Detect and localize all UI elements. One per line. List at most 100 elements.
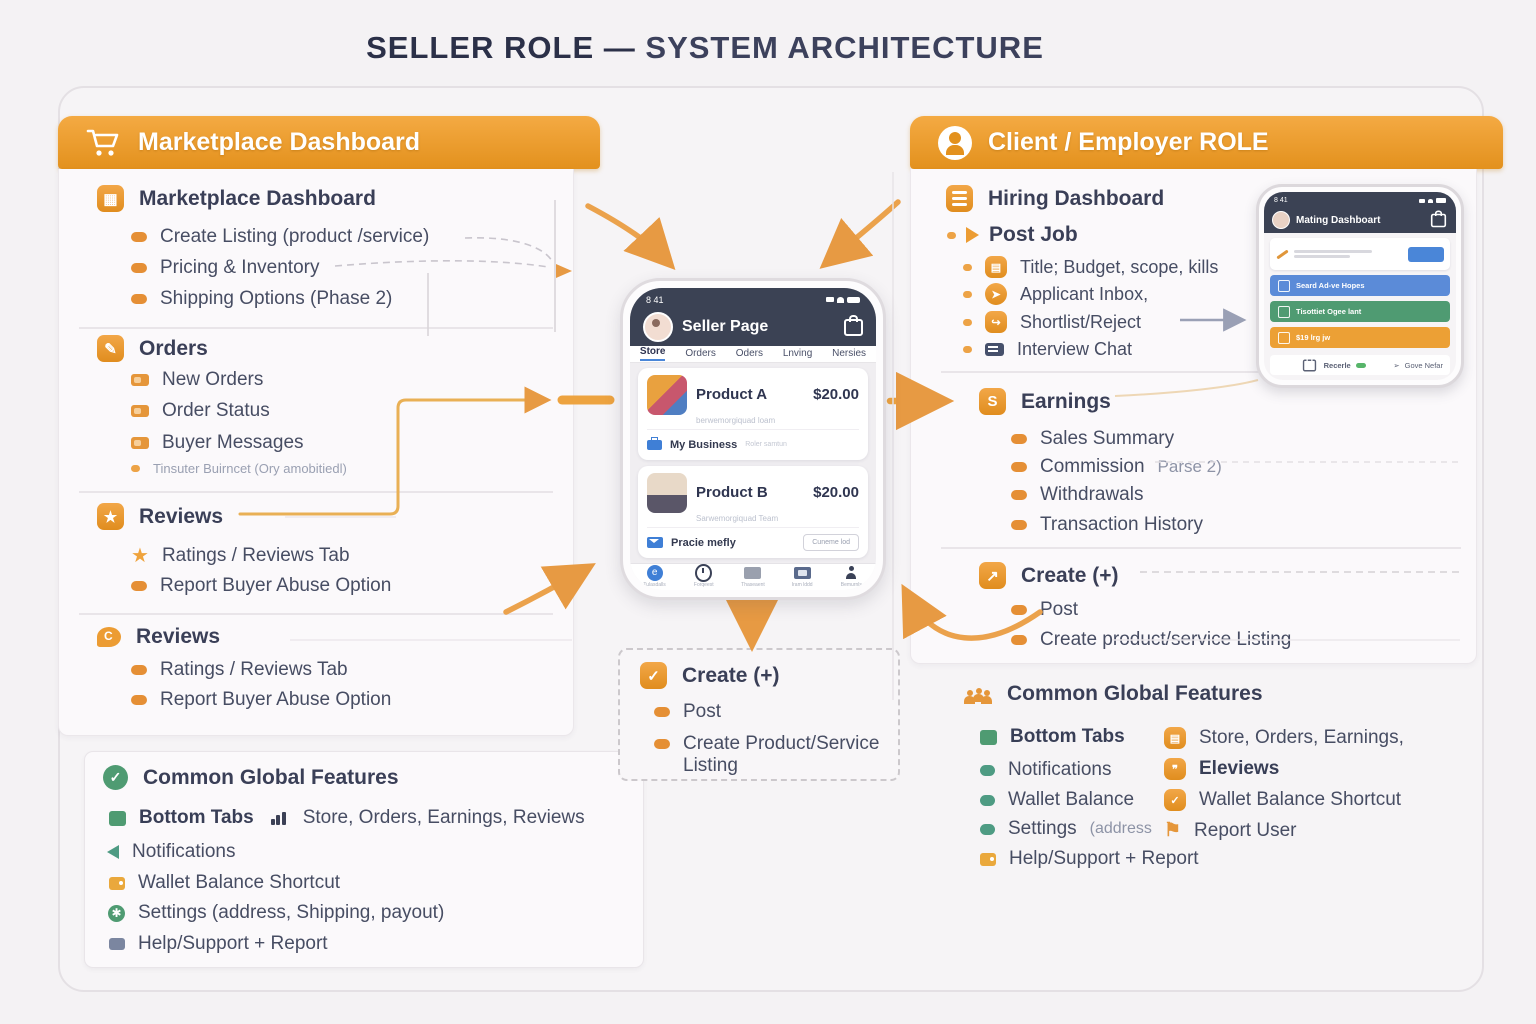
global-features-right-box: Common Global Features Bottom Tabs Notif… <box>952 668 1476 878</box>
right-create-heading: ↗ Create (+) <box>979 562 1118 589</box>
list-item: Bottom Tabs <box>980 726 1125 748</box>
bullet-icon <box>131 232 147 242</box>
product-card-b[interactable]: Product B $20.00 Sarwemorgiquad Team Pra… <box>638 465 868 558</box>
list-item: New Orders <box>131 369 263 391</box>
product-card-a[interactable]: Product A $20.00 berwemorgiquad loam My … <box>638 367 868 460</box>
nav-item-orders[interactable]: Forqeest <box>682 563 726 588</box>
person-icon <box>846 566 857 580</box>
nav-item-wallet[interactable]: Iram lddd <box>780 566 824 588</box>
budget-bar[interactable]: $19 lrg jw <box>1270 327 1450 348</box>
divider <box>79 491 553 493</box>
star-icon: ★ <box>131 545 149 567</box>
signal-wifi-battery-icons <box>826 296 860 303</box>
product-a-thumbnail <box>647 374 687 415</box>
my-business-row[interactable]: My Business Roler samtun <box>647 428 859 460</box>
mini-phone-top: 8 41 Mating Dashboart <box>1264 192 1456 233</box>
list-item: Buyer Messages <box>131 432 304 454</box>
shortlist-bar[interactable]: Tisottiet Ogee lant <box>1270 301 1450 322</box>
folder-icon: ✎ <box>97 335 124 362</box>
doc-icon: ▤ <box>985 256 1007 278</box>
notification-icon <box>107 845 119 859</box>
mini-status-bar: 8 41 <box>1264 192 1456 207</box>
note-label: Tinsuter Buirncet (Ory amobitiedl) <box>153 461 347 476</box>
hiring-phone-mockup: 8 41 Mating Dashboart <box>1256 184 1464 388</box>
item-label: Post <box>1040 599 1079 620</box>
message-button[interactable]: Cuneme lod <box>803 534 859 552</box>
marketplace-heading-label: Marketplace Dashboard <box>139 186 376 210</box>
reviews-section-heading: ★ Reviews <box>97 503 223 530</box>
item-label: Create Product/Service Listing <box>683 733 880 776</box>
footer-right-label: Gove Nefar <box>1404 360 1443 370</box>
list-item: ★ Ratings / Reviews Tab <box>131 545 350 567</box>
bullet-icon <box>947 231 956 239</box>
nav-item-account[interactable]: Bemurnls <box>829 566 873 588</box>
item-label: Ratings / Reviews Tab <box>161 545 350 566</box>
item-label: Settings (address, Shipping, payout) <box>138 902 445 923</box>
check-circle-icon: ✓ <box>103 765 128 790</box>
tab-store[interactable]: Store <box>639 346 666 362</box>
list-icon <box>1278 279 1290 292</box>
item-label: Notifications <box>1008 759 1112 780</box>
item-label: Ratings / Reviews Tab <box>160 659 348 680</box>
mini-phone-title: Mating Dashboart <box>1296 214 1381 226</box>
global-right-heading: Common Global Features <box>964 682 1263 706</box>
status-time: 8 41 <box>1274 197 1288 204</box>
earnings-heading-label: Earnings <box>1021 389 1111 413</box>
item-label: Shipping Options (Phase 2) <box>160 288 393 309</box>
bar-label: $19 lrg jw <box>1296 333 1331 342</box>
list-item: Notifications <box>107 841 236 863</box>
nav-item-payments[interactable]: Thaseaent <box>731 566 775 588</box>
phone-tab-bar: Store Orders Oders Lnving Nersies <box>630 346 876 363</box>
help-icon <box>980 852 996 866</box>
status-time: 8 41 <box>646 294 664 305</box>
card-icon <box>1278 331 1290 344</box>
item-label: Notifications <box>132 841 236 862</box>
tab-orders[interactable]: Orders <box>685 348 716 360</box>
post-job-heading: Post Job <box>947 223 1078 247</box>
item-label: Wallet Balance <box>1008 789 1135 810</box>
tab-nersies[interactable]: Nersies <box>832 348 867 360</box>
send-icon: ➢ <box>1393 360 1400 370</box>
bullet-icon <box>1011 434 1027 444</box>
status-dot <box>1355 362 1366 368</box>
item-label: Help/Support + Report <box>138 933 328 954</box>
list-item: ➤ Applicant Inbox, <box>963 283 1148 305</box>
post-button[interactable] <box>1408 246 1444 262</box>
mini-phone-footer: Recerle ➢ Gove Nefar <box>1270 355 1450 375</box>
avatar <box>643 312 673 342</box>
message-row[interactable]: Pracie mefly Cuneme lod <box>647 526 859 558</box>
orders-heading-label: Orders <box>139 336 208 360</box>
list-item: ✓ Wallet Balance Shortcut <box>1164 789 1401 811</box>
product-a-price: $20.00 <box>813 386 859 404</box>
bottom-tabs-value: Store, Orders, Earnings, Reviews <box>302 807 585 828</box>
nav-label: Tulasdalls <box>643 581 666 588</box>
tab-oders[interactable]: Oders <box>735 348 763 360</box>
tab-listing[interactable]: Lnving <box>782 348 813 360</box>
phone-status-bar: 8 41 <box>630 288 876 308</box>
briefcase-icon <box>647 436 662 450</box>
phone-title: Seller Page <box>682 318 769 335</box>
product-a-name: Product A <box>696 386 768 404</box>
bullet-icon <box>1011 490 1027 500</box>
right-create-heading-label: Create (+) <box>1021 563 1119 587</box>
list-item: Withdrawals <box>1011 484 1143 506</box>
globe-icon: e <box>646 564 663 581</box>
seller-phone-mockup: 8 41 Seller Page Store Orders Oders Lnvi… <box>620 278 886 600</box>
bullet-icon <box>963 290 972 298</box>
left-panel-header: Marketplace Dashboard <box>58 116 600 169</box>
list-item: ↪ Shortlist/Reject <box>963 311 1141 333</box>
chat-icon <box>985 343 1004 356</box>
bullet-icon <box>131 695 147 705</box>
item-label: Create product/service Listing <box>1040 629 1292 650</box>
check-icon: ✓ <box>1164 789 1186 811</box>
applicants-bar[interactable]: Seard Ad-ve Hopes <box>1270 275 1450 296</box>
list-item-note: Tinsuter Buirncet (Ory amobitiedl) <box>131 461 347 476</box>
product-b-thumbnail <box>647 472 687 513</box>
bullet-icon <box>131 665 147 675</box>
job-post-card[interactable] <box>1270 238 1450 270</box>
item-label: Pricing & Inventory <box>160 257 320 278</box>
my-business-label: My Business <box>670 438 738 451</box>
gear-icon: ✱ <box>108 904 125 922</box>
